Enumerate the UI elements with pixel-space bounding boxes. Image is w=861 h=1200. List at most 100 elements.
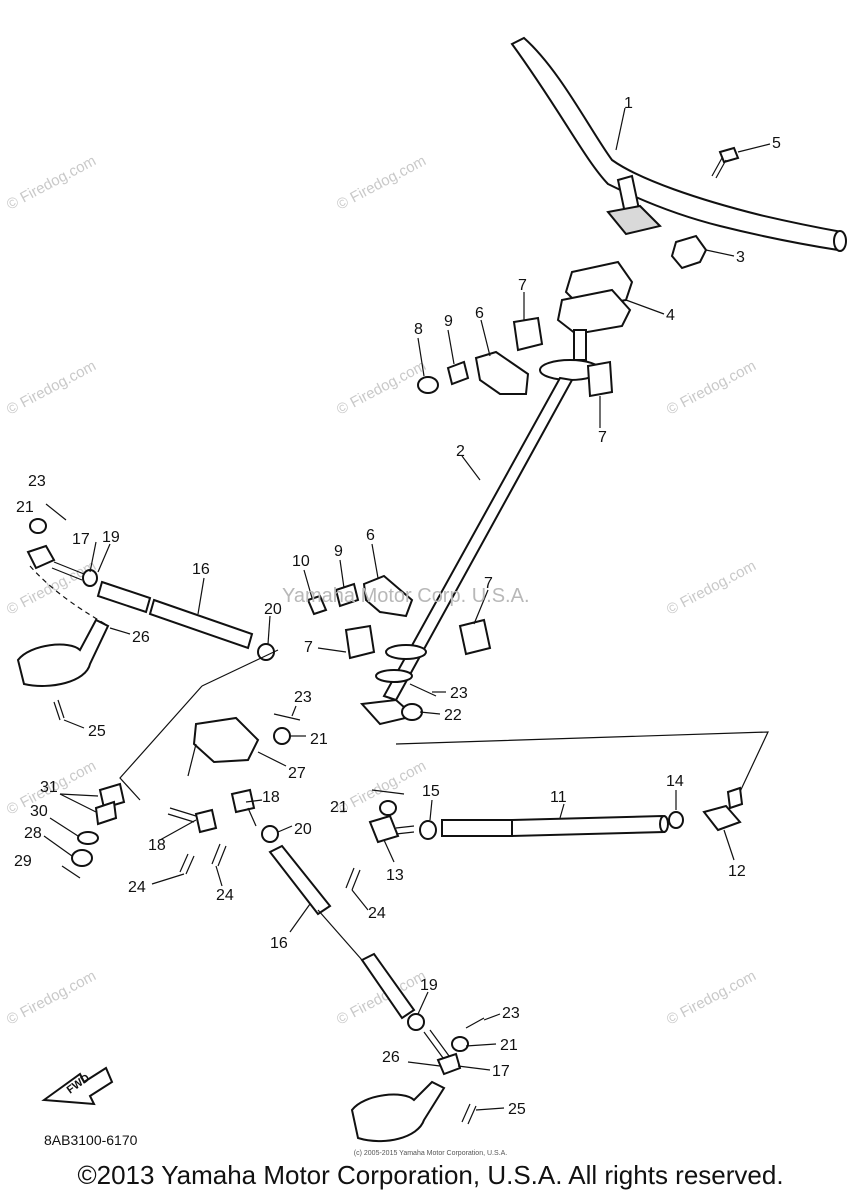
upper-handlebar-holder [670, 234, 708, 270]
knuckle-arm [16, 618, 110, 687]
plate-washer [446, 360, 470, 386]
steering-shaft [359, 329, 601, 726]
handlebar-bolt [711, 146, 740, 179]
callout-5: 5 [772, 135, 781, 152]
callout-18: 18 [262, 789, 280, 806]
callout-7: 7 [518, 277, 527, 294]
callout-23: 23 [28, 473, 46, 490]
callout-21: 21 [310, 731, 328, 748]
tie-rod-upper [96, 580, 254, 650]
callout-7: 7 [304, 639, 313, 656]
nut [379, 800, 397, 816]
callout-numbers: 1 2 3 4 5 6 6 7 7 7 7 8 9 9 10 11 12 13 … [14, 95, 781, 1118]
callout-21: 21 [330, 799, 348, 816]
shaft-holder-upper [474, 350, 530, 395]
nut [401, 703, 423, 721]
callout-20: 20 [294, 821, 312, 838]
callout-4: 4 [666, 307, 675, 324]
callout-29: 29 [14, 853, 32, 870]
callout-16: 16 [192, 561, 210, 578]
watermark: © Firedog.com [4, 152, 99, 213]
callout-19: 19 [102, 529, 120, 546]
callout-6: 6 [366, 527, 375, 544]
callout-27: 27 [288, 765, 306, 782]
bushing [586, 360, 614, 398]
callout-2: 2 [456, 443, 465, 460]
bolt [179, 853, 195, 875]
nut [419, 820, 437, 840]
handlebar [510, 36, 847, 252]
rod-end-stud [726, 786, 744, 810]
center-watermark: Yamaha Motor Corp. U.S.A. [282, 585, 530, 607]
bushing [458, 618, 492, 656]
callout-30: 30 [30, 803, 48, 820]
callout-21: 21 [16, 499, 34, 516]
nut [82, 569, 98, 587]
watermark: © Firedog.com [4, 557, 99, 618]
watermark: © Firedog.com [4, 967, 99, 1028]
callout-26: 26 [132, 629, 150, 646]
nut [71, 849, 93, 867]
nut [451, 1036, 469, 1052]
callout-7: 7 [484, 575, 493, 592]
callout-8: 8 [414, 321, 423, 338]
washer [77, 831, 99, 845]
shaft-holder-lower [362, 574, 414, 618]
callout-3: 3 [736, 249, 745, 266]
bushing [344, 624, 376, 660]
callout-31: 31 [40, 779, 58, 796]
rod-end [436, 1052, 462, 1076]
rod-end [702, 804, 742, 832]
callout-12: 12 [728, 863, 746, 880]
tie-rod-lower [268, 844, 416, 1020]
forward-arrow: FWD [41, 1066, 114, 1106]
watermark: © Firedog.com [334, 152, 429, 213]
callout-23: 23 [294, 689, 312, 706]
callout-23: 23 [450, 685, 468, 702]
callout-24: 24 [216, 887, 234, 904]
rod-end [368, 814, 400, 844]
callout-16: 16 [270, 935, 288, 952]
callout-20: 20 [264, 601, 282, 618]
handlebar-holder-bracket [556, 260, 634, 336]
bolt [306, 594, 328, 616]
bushing [94, 800, 118, 826]
watermark: © Firedog.com [664, 557, 759, 618]
callout-22: 22 [444, 707, 462, 724]
watermark: © Firedog.com [334, 357, 429, 418]
watermark: © Firedog.com [664, 967, 759, 1028]
callout-7: 7 [598, 429, 607, 446]
callout-19: 19 [420, 977, 438, 994]
callout-17: 17 [72, 531, 90, 548]
watermark: © Firedog.com [664, 357, 759, 418]
rod-end [26, 544, 56, 570]
callout-25: 25 [508, 1101, 526, 1118]
rod-end [194, 808, 218, 834]
callout-28: 28 [24, 825, 42, 842]
callout-15: 15 [422, 783, 440, 800]
nut [257, 643, 275, 661]
callout-18: 18 [148, 837, 166, 854]
callout-13: 13 [386, 867, 404, 884]
callout-17: 17 [492, 1063, 510, 1080]
small-copyright: (c) 2005-2015 Yamaha Motor Corporation, … [353, 1150, 508, 1157]
bolt [211, 843, 227, 867]
copyright-footer: ©2013 Yamaha Motor Corporation, U.S.A. A… [77, 1160, 784, 1190]
pitman-arm [192, 716, 260, 764]
nut [261, 825, 279, 843]
part-code: 8AB3100-6170 [44, 1132, 138, 1148]
callout-14: 14 [666, 773, 684, 790]
bushing [512, 316, 544, 352]
nut [668, 811, 684, 829]
callout-1: 1 [624, 95, 633, 112]
callout-26: 26 [382, 1049, 400, 1066]
callout-25: 25 [88, 723, 106, 740]
nut [407, 1013, 425, 1031]
callout-10: 10 [292, 553, 310, 570]
knuckle-arm [350, 1080, 446, 1143]
nut [273, 727, 291, 745]
callout-24: 24 [128, 879, 146, 896]
plate-washer [334, 582, 360, 608]
bushing [98, 782, 126, 810]
